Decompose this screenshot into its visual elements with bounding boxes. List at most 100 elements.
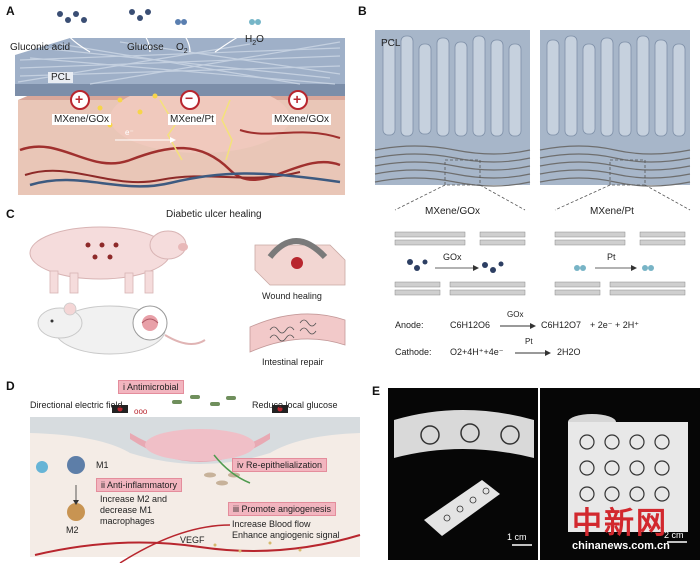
- minus-sign: −: [185, 90, 194, 106]
- fiber-mesh-right: [539, 145, 691, 187]
- anode-arrow-label: GOx: [507, 310, 524, 319]
- h2o-arrow: [214, 29, 251, 53]
- mxene-pt-label: MXene/Pt: [168, 114, 216, 125]
- box-anti-inflammatory: ii Anti-inflammatory: [96, 478, 183, 492]
- macrophage-m2-cell: [67, 503, 85, 521]
- strip-pattern: [443, 487, 490, 522]
- blood-vessel-red-2: [24, 169, 301, 184]
- blood-vessel-red-3: [239, 129, 341, 139]
- h2o-symbol-h: H: [245, 34, 253, 45]
- vessel-d-1: [34, 534, 361, 556]
- pt-arrow-head: [631, 265, 637, 271]
- o2-arrow: [181, 31, 191, 53]
- flat-strip: [424, 480, 500, 536]
- macrophage-m1-cell: [67, 456, 85, 474]
- mxene-gox-right-label: MXene/GOx: [272, 114, 332, 125]
- cathode-arrow-label: Pt: [525, 337, 533, 346]
- gox-label-b: GOx: [443, 252, 462, 262]
- wound-gel: [145, 429, 255, 461]
- blood-vessel-blue: [29, 172, 341, 188]
- cathode-arrow-head: [545, 350, 551, 356]
- plus-left-sign: +: [75, 91, 84, 107]
- macrophage-m1-icon: [36, 461, 48, 473]
- rat-ear: [63, 302, 77, 316]
- watermark-chinese: 中新网: [572, 507, 668, 540]
- anode-rest: + 2e⁻ + 2H⁺: [590, 320, 640, 330]
- anti-inflammatory-text-3: macrophages: [100, 516, 155, 526]
- anode-left-marker: [70, 90, 90, 110]
- scale-right-label: 2 cm: [664, 530, 684, 540]
- wound-spot: [291, 257, 303, 269]
- anode-reactant: C6H12O6: [450, 320, 491, 330]
- panel-d-letter: D: [6, 379, 15, 393]
- o2-subscript: 2: [183, 48, 188, 55]
- glucose-arrow: [139, 29, 151, 53]
- cathode-reactant: O2+4H⁺+4e⁻: [450, 347, 504, 357]
- mxene-gox-label-b: MXene/GOx: [425, 206, 481, 217]
- rat-tail: [164, 334, 206, 345]
- panel-b-letter: B: [358, 4, 367, 18]
- angiogenesis-text-2: Enhance angiogenic signal: [232, 530, 340, 540]
- rat-eye: [50, 319, 54, 323]
- electron-label: e⁻: [125, 128, 134, 137]
- cathode-label: Cathode:: [395, 347, 432, 357]
- wound-healing-label: Wound healing: [262, 291, 322, 301]
- panel-a-letter: A: [6, 4, 15, 18]
- rolled-film: [394, 410, 534, 458]
- panel-b-illustration: [374, 30, 691, 356]
- current-line: [159, 99, 183, 161]
- pcl-label: PCL: [48, 72, 74, 83]
- anode-arrow-head: [530, 323, 536, 329]
- pcl-label-b: PCL: [381, 38, 401, 49]
- pig-snout: [178, 243, 188, 251]
- rat-head: [37, 307, 83, 339]
- fiber-cylinders-left: [382, 35, 522, 137]
- gluconic-arrow: [65, 31, 91, 53]
- roll-sheet: [568, 422, 688, 532]
- fiber-cylinders-right: [546, 35, 686, 137]
- panel-e: E: [372, 380, 700, 563]
- h2o-subscript: 2: [252, 40, 257, 47]
- fiber-mesh-left: [374, 145, 531, 187]
- re-epithelialization-arrow: [213, 454, 251, 484]
- glucose-molecule: [129, 9, 151, 21]
- current-line-2: [221, 99, 233, 161]
- mxene-layers: [394, 231, 686, 296]
- anti-inflammatory-text-2: decrease M1: [100, 505, 153, 515]
- o2-molecule: [175, 19, 187, 25]
- directional-field-label: Directional electric field: [30, 400, 123, 410]
- angiogenesis-text-1: Increase Blood flow: [232, 519, 311, 529]
- panel-e-illustration: [394, 410, 688, 546]
- zoom-lines: [394, 159, 691, 211]
- anode-product: C6H12O7: [541, 320, 582, 330]
- anti-inflammatory-text-1: Increase M2 and: [100, 494, 168, 504]
- h2o-molecule: [249, 19, 261, 25]
- fiber-mat: [15, 38, 345, 84]
- anode-label: Anode:: [395, 320, 424, 330]
- fiber-strands: [17, 41, 341, 85]
- panel-d: D: [0, 375, 370, 563]
- pt-molecules: [574, 265, 654, 271]
- box-antimicrobial: i Antimicrobial: [118, 380, 184, 394]
- gox-molecules: [407, 259, 504, 273]
- intestine-tube: [249, 313, 346, 353]
- dressing-arc: [267, 238, 328, 260]
- glucose-label: Glucose: [127, 42, 164, 53]
- panel-c-illustration: [29, 226, 346, 355]
- panel-c: C Diabetic ulcer healing: [0, 205, 350, 375]
- mxene-pt-label-b: MXene/Pt: [590, 206, 634, 217]
- pt-label-b: Pt: [607, 252, 616, 262]
- fiber-mat-front: [15, 84, 345, 96]
- panel-e-letter: E: [372, 384, 381, 398]
- plus-right-sign: +: [293, 91, 302, 107]
- watermark-url: chinanews.com.cn: [572, 540, 670, 552]
- o2-symbol: O: [176, 42, 184, 53]
- cathode-marker: [180, 90, 200, 110]
- cathode-product: 2H2O: [557, 347, 581, 357]
- gox-arrow-head: [473, 265, 479, 271]
- reduce-glucose-label: Reduce local glucose: [252, 400, 338, 410]
- electron-dots: [97, 93, 158, 128]
- blood-vessel-red: [19, 145, 341, 182]
- h2o-symbol-o: O: [256, 34, 264, 45]
